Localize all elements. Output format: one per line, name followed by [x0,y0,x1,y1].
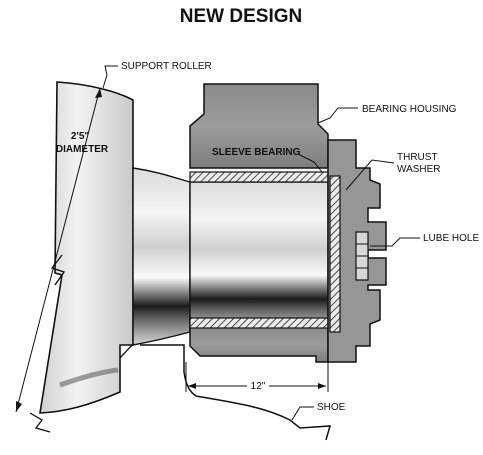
shaft [189,181,329,333]
washer-label: WASHER [397,164,441,175]
roller-break-line [50,254,66,286]
bearing-housing-lower [189,326,329,363]
support-roller [39,81,134,414]
sleeve-bearing-label: SLEEVE BEARING [212,147,301,158]
thrust-label: THRUST [397,152,438,163]
diameter-value-label: 2'5" [71,131,90,142]
lube-hole-leader [370,237,420,247]
diameter-dimension-line [15,87,101,413]
sleeve-bearing-leader [297,153,323,173]
shaft-taper [132,167,191,346]
sleeve-bearing-top [189,171,329,183]
thrust-washer-leader [345,159,395,191]
page-title: NEW DESIGN [180,6,302,27]
shoe-leader [291,406,314,421]
bearing-housing-label: BEARING HOUSING [362,104,457,115]
lube-hole-label: LUBE HOLE [423,233,479,244]
support-roller-leader [102,65,118,89]
shoe-label: SHOE [317,402,346,413]
length-dimension-label: 12" [251,381,266,392]
bottom-break-line [29,412,51,433]
diameter-word-label: DIAMETER [56,144,109,155]
bearing-housing-leader [317,107,358,124]
roller-shading [59,367,119,388]
sleeve-bearing-bottom [189,317,329,329]
shoe-outline [140,344,332,441]
thrust-washer [329,175,341,333]
support-roller-label: SUPPORT ROLLER [121,61,212,72]
